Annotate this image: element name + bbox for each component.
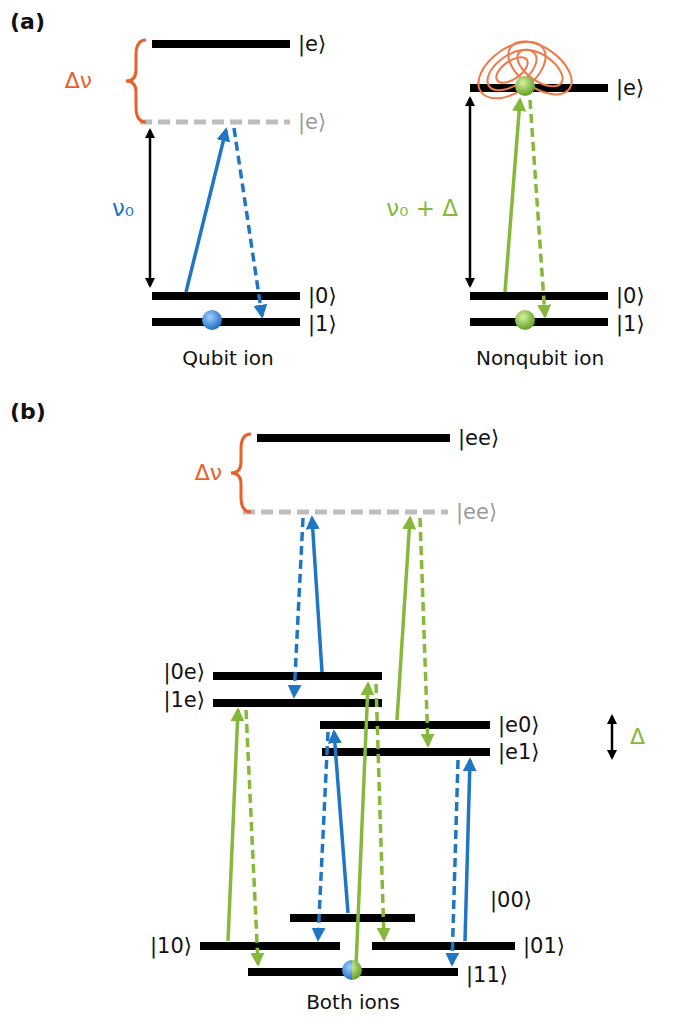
emission-arrow (234, 128, 262, 316)
shifted-level (243, 510, 448, 515)
state-label: |0⟩ (308, 284, 337, 308)
state-label: |e0⟩ (498, 713, 540, 737)
ion-label: Nonqubit ion (476, 347, 604, 370)
frequency-label: ν₀ + Δ (386, 195, 458, 221)
state-label: |e1⟩ (498, 740, 540, 764)
levels-b (200, 434, 515, 976)
state-label: |0e⟩ (163, 660, 205, 684)
splitting-arrow (611, 716, 614, 758)
field-rings (468, 30, 581, 110)
shift-label: Δν (65, 68, 92, 93)
state-label: |10⟩ (150, 934, 192, 958)
state-label: |ee⟩ (458, 426, 499, 450)
shift-label: Δν (195, 460, 222, 485)
nonqubit-ion (515, 310, 535, 330)
splitting-label: Δ (630, 724, 645, 749)
state-label: |11⟩ (466, 963, 508, 987)
shifted-level (140, 120, 290, 125)
state-label: |00⟩ (490, 888, 532, 912)
nonqubit-ion (515, 76, 535, 96)
state-label: |e⟩ (298, 110, 326, 134)
shared-ion (342, 960, 362, 980)
frequency-arrow (149, 130, 152, 286)
state-label: |01⟩ (523, 934, 565, 958)
state-label: |e⟩ (616, 76, 644, 100)
frequency-label: ν₀ (112, 195, 134, 221)
state-label: |1⟩ (616, 312, 645, 336)
shift-brace (231, 434, 251, 512)
panel-letter: (a) (10, 9, 45, 34)
shift-brace (126, 40, 146, 122)
excitation-arrow (505, 100, 520, 292)
state-label: |1⟩ (308, 312, 337, 336)
emission-arrow (530, 100, 545, 316)
state-label: |1e⟩ (163, 688, 205, 712)
ion-label: Qubit ion (182, 347, 273, 370)
ion-label: Both ions (306, 991, 400, 1014)
state-label: |0⟩ (616, 284, 645, 308)
transition-arrows (228, 518, 470, 966)
excitation-arrow (186, 130, 226, 292)
panel-letter: (b) (10, 399, 46, 424)
state-label: |ee⟩ (456, 500, 497, 524)
qubit-ion (202, 310, 222, 330)
levels-a (152, 40, 608, 326)
frequency-arrow (469, 98, 472, 286)
state-label: |e⟩ (298, 32, 326, 56)
